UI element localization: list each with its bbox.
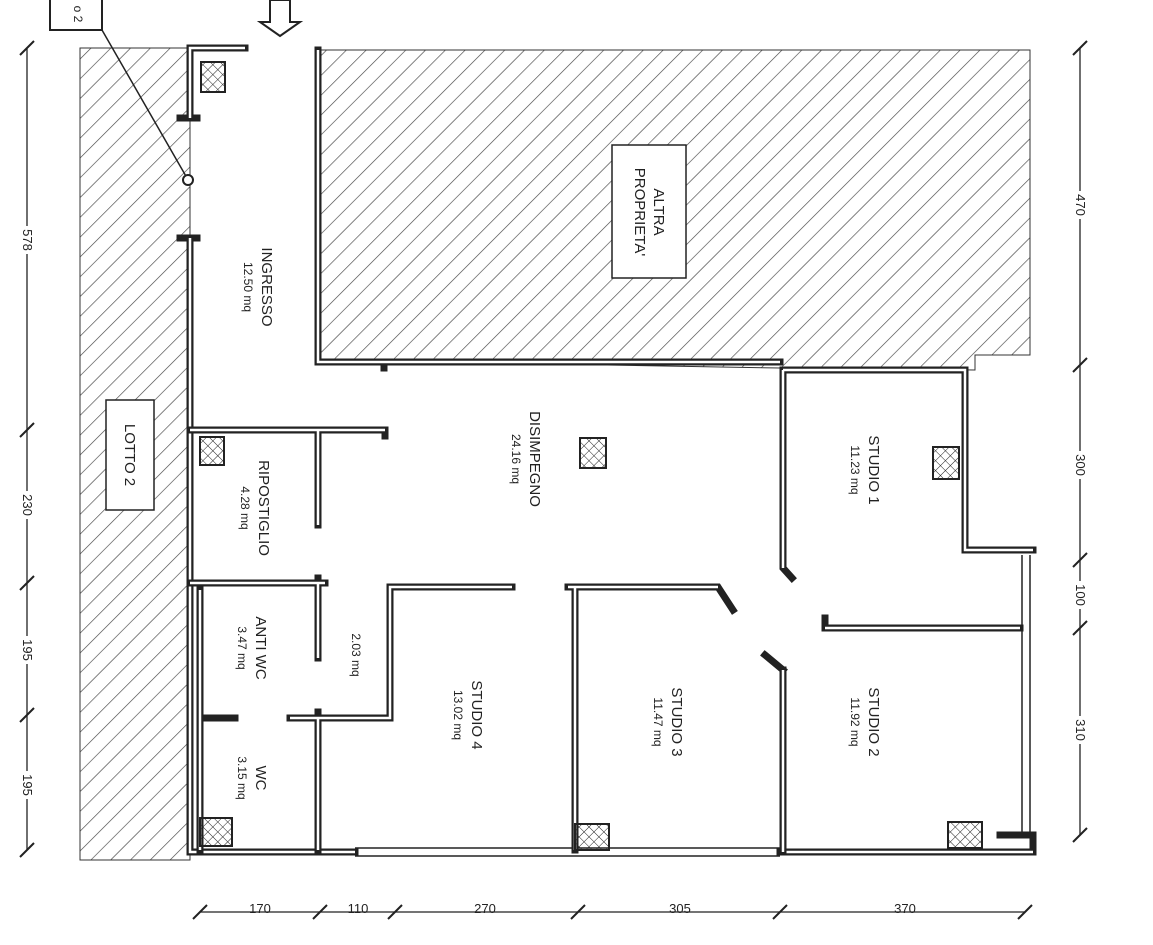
dim-left-3: 195 [20, 774, 35, 796]
lotto-label: LOTTO 2 [121, 424, 138, 486]
dim-bottom-2: 270 [474, 901, 496, 916]
walls [176, 44, 1037, 857]
reference-box-label: o 2 [71, 6, 85, 23]
ingresso-area: 12.50 mq [241, 262, 255, 312]
leader-line [101, 29, 188, 179]
studio3-name: STUDIO 3 [668, 687, 685, 756]
ingresso-name: INGRESSO [258, 247, 275, 326]
anti-wc-area: 3.47 mq [235, 626, 249, 669]
dim-bottom-1: 110 [348, 901, 369, 916]
altra-proprieta-label-box [611, 144, 687, 279]
dim-right-3: 310 [1073, 719, 1088, 741]
dim-bottom-4: 370 [894, 901, 916, 916]
studio3-area: 11.47 mq [651, 697, 665, 746]
dim-left-1: 230 [20, 494, 35, 516]
disimpegno-area: 24.16 mq [509, 434, 523, 484]
flue-icon [200, 61, 226, 93]
studio1-name: STUDIO 1 [865, 435, 882, 504]
flue-icon [199, 817, 233, 847]
studio2-name: STUDIO 2 [865, 687, 882, 756]
studio1-area: 11.23 mq [848, 445, 862, 494]
ripostiglio-area: 4.28 mq [238, 486, 252, 529]
altra-proprieta-label: PROPRIETA' [631, 168, 648, 257]
wc-name: WC [252, 766, 269, 791]
disimpegno-name: DISIMPEGNO [526, 411, 543, 507]
dim-bottom-0: 170 [249, 901, 271, 916]
dimension-bottom: 170 110 270 305 370 [192, 901, 1033, 920]
dim-left-2: 195 [20, 639, 35, 661]
studio2-area: 11.92 mq [848, 697, 862, 746]
dim-right-2: 100 [1073, 584, 1088, 606]
wc-area: 3.15 mq [235, 756, 249, 799]
altra-proprieta-label: ALTRA [650, 188, 667, 235]
ripostiglio-name: RIPOSTIGLIO [255, 460, 272, 556]
dim-right-1: 300 [1073, 454, 1088, 476]
dim-left-0: 578 [20, 229, 35, 251]
flue-icon [574, 823, 610, 851]
dim-right-0: 470 [1073, 194, 1088, 216]
studio4-name: STUDIO 4 [468, 680, 485, 749]
studio4-area: 13.02 mq [451, 690, 465, 740]
anti-wc-name: ANTI WC [252, 616, 269, 679]
flue-icon [579, 437, 607, 469]
corridor-area: 2.03 mq [349, 633, 363, 676]
dim-bottom-3: 305 [669, 901, 691, 916]
dimension-right: 470 300 100 310 [1072, 40, 1088, 843]
flue-icon [199, 436, 225, 466]
dimension-left: 578 230 195 195 [19, 40, 35, 858]
entrance-arrow-icon [256, 0, 304, 38]
flue-icon [947, 821, 983, 849]
marker-circle [182, 174, 194, 186]
lotto-label-box [105, 399, 155, 511]
reference-box [49, 0, 103, 31]
flue-markers [199, 61, 983, 851]
flue-icon [932, 446, 960, 480]
